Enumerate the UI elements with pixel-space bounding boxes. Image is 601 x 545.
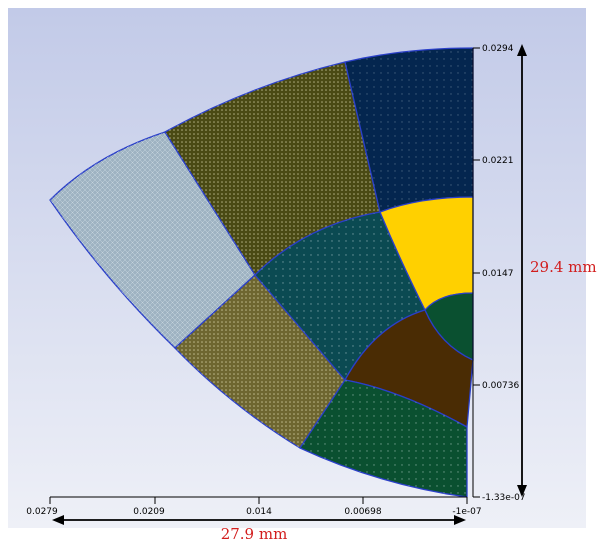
mesh-regions bbox=[49, 47, 474, 498]
y-tick-label: 0.0294 bbox=[482, 44, 514, 54]
y-axis: 0.0294 0.0221 0.0147 0.00736 -1.33e-07 bbox=[472, 44, 526, 503]
arrow-right-icon bbox=[454, 515, 466, 525]
width-label: 27.9 mm bbox=[221, 525, 288, 543]
y-tick-label: 0.0147 bbox=[482, 269, 514, 279]
width-dimension: 27.9 mm bbox=[52, 515, 466, 543]
y-tick-label: 0.00736 bbox=[482, 381, 519, 391]
arrow-down-icon bbox=[517, 485, 527, 497]
x-axis: 0.0279 0.0209 0.014 0.00698 -1e-07 bbox=[26, 496, 482, 517]
x-tick-label: 0.00698 bbox=[344, 507, 381, 517]
height-label: 29.4 mm bbox=[530, 258, 597, 276]
arrow-up-icon bbox=[517, 44, 527, 56]
height-dimension: 29.4 mm bbox=[517, 44, 597, 497]
x-tick-label: 0.0279 bbox=[26, 507, 58, 517]
x-tick-label: -1e-07 bbox=[452, 507, 481, 517]
y-tick-label: 0.0221 bbox=[482, 156, 514, 166]
y-tick-label: -1.33e-07 bbox=[482, 493, 526, 503]
arrow-left-icon bbox=[52, 515, 64, 525]
x-tick-label: 0.014 bbox=[246, 507, 272, 517]
x-tick-label: 0.0209 bbox=[133, 507, 165, 517]
